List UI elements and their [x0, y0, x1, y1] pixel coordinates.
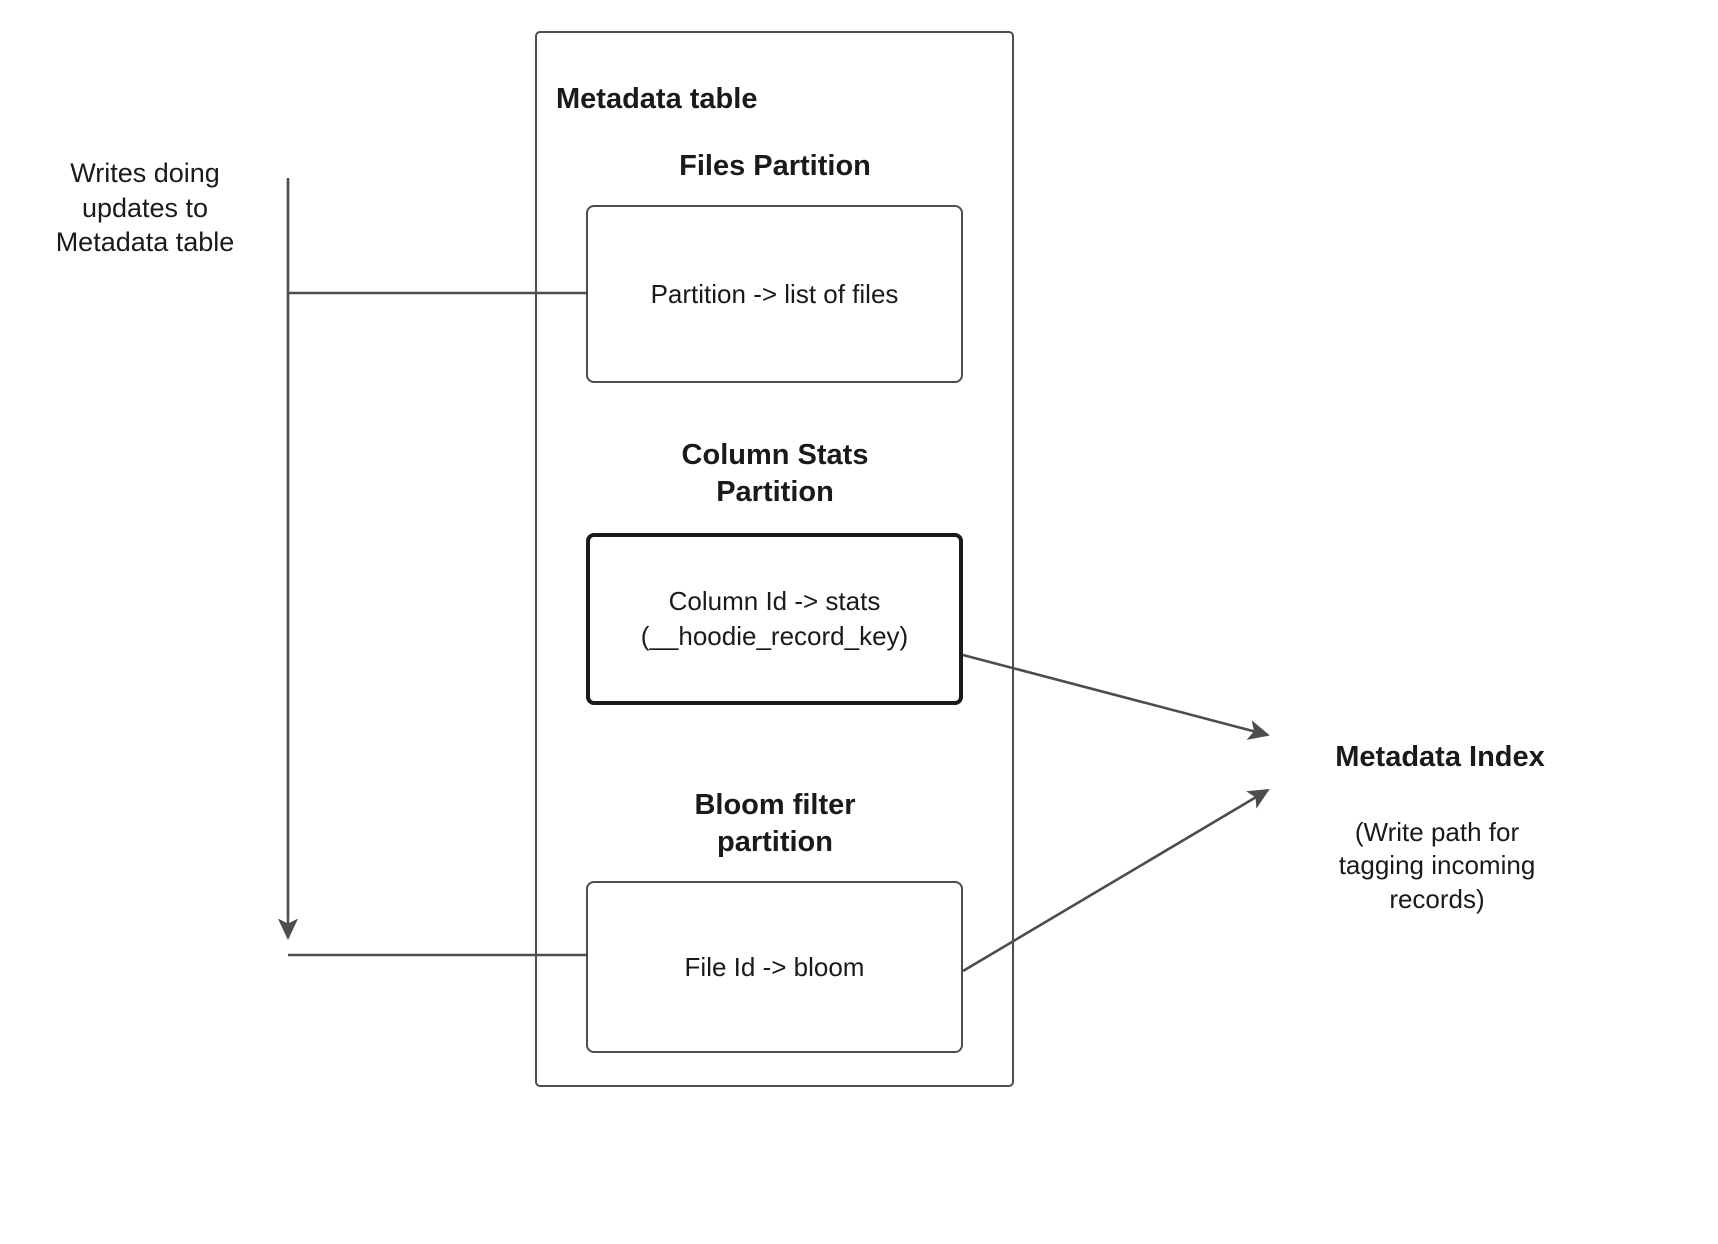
metadata-index-note: (Write path for tagging incoming records… [1338, 817, 1536, 914]
files-partition-box-label: Partition -> list of files [650, 278, 899, 309]
files-partition-box: Partition -> list of files [586, 205, 963, 383]
metadata-index-title: Metadata Index [1335, 741, 1545, 773]
files-partition-heading: Files Partition [679, 150, 871, 182]
column-stats-partition-heading: Column Stats Partition [681, 439, 869, 509]
bloom-filter-partition-box-label: File Id -> bloom [684, 951, 865, 982]
column-stats-partition-box-label: Column Id -> stats (__hoodie_record_key) [640, 586, 909, 651]
bloom-filter-partition-box: File Id -> bloom [586, 881, 963, 1053]
bloom-filter-partition-heading: Bloom filter partition [694, 789, 856, 859]
writes-updates-caption: Writes doing updates to Metadata table [55, 158, 235, 258]
column-stats-partition-box: Column Id -> stats (__hoodie_record_key) [586, 533, 963, 705]
metadata-table-container [535, 31, 1014, 1087]
metadata-table-title: Metadata table [556, 83, 758, 115]
